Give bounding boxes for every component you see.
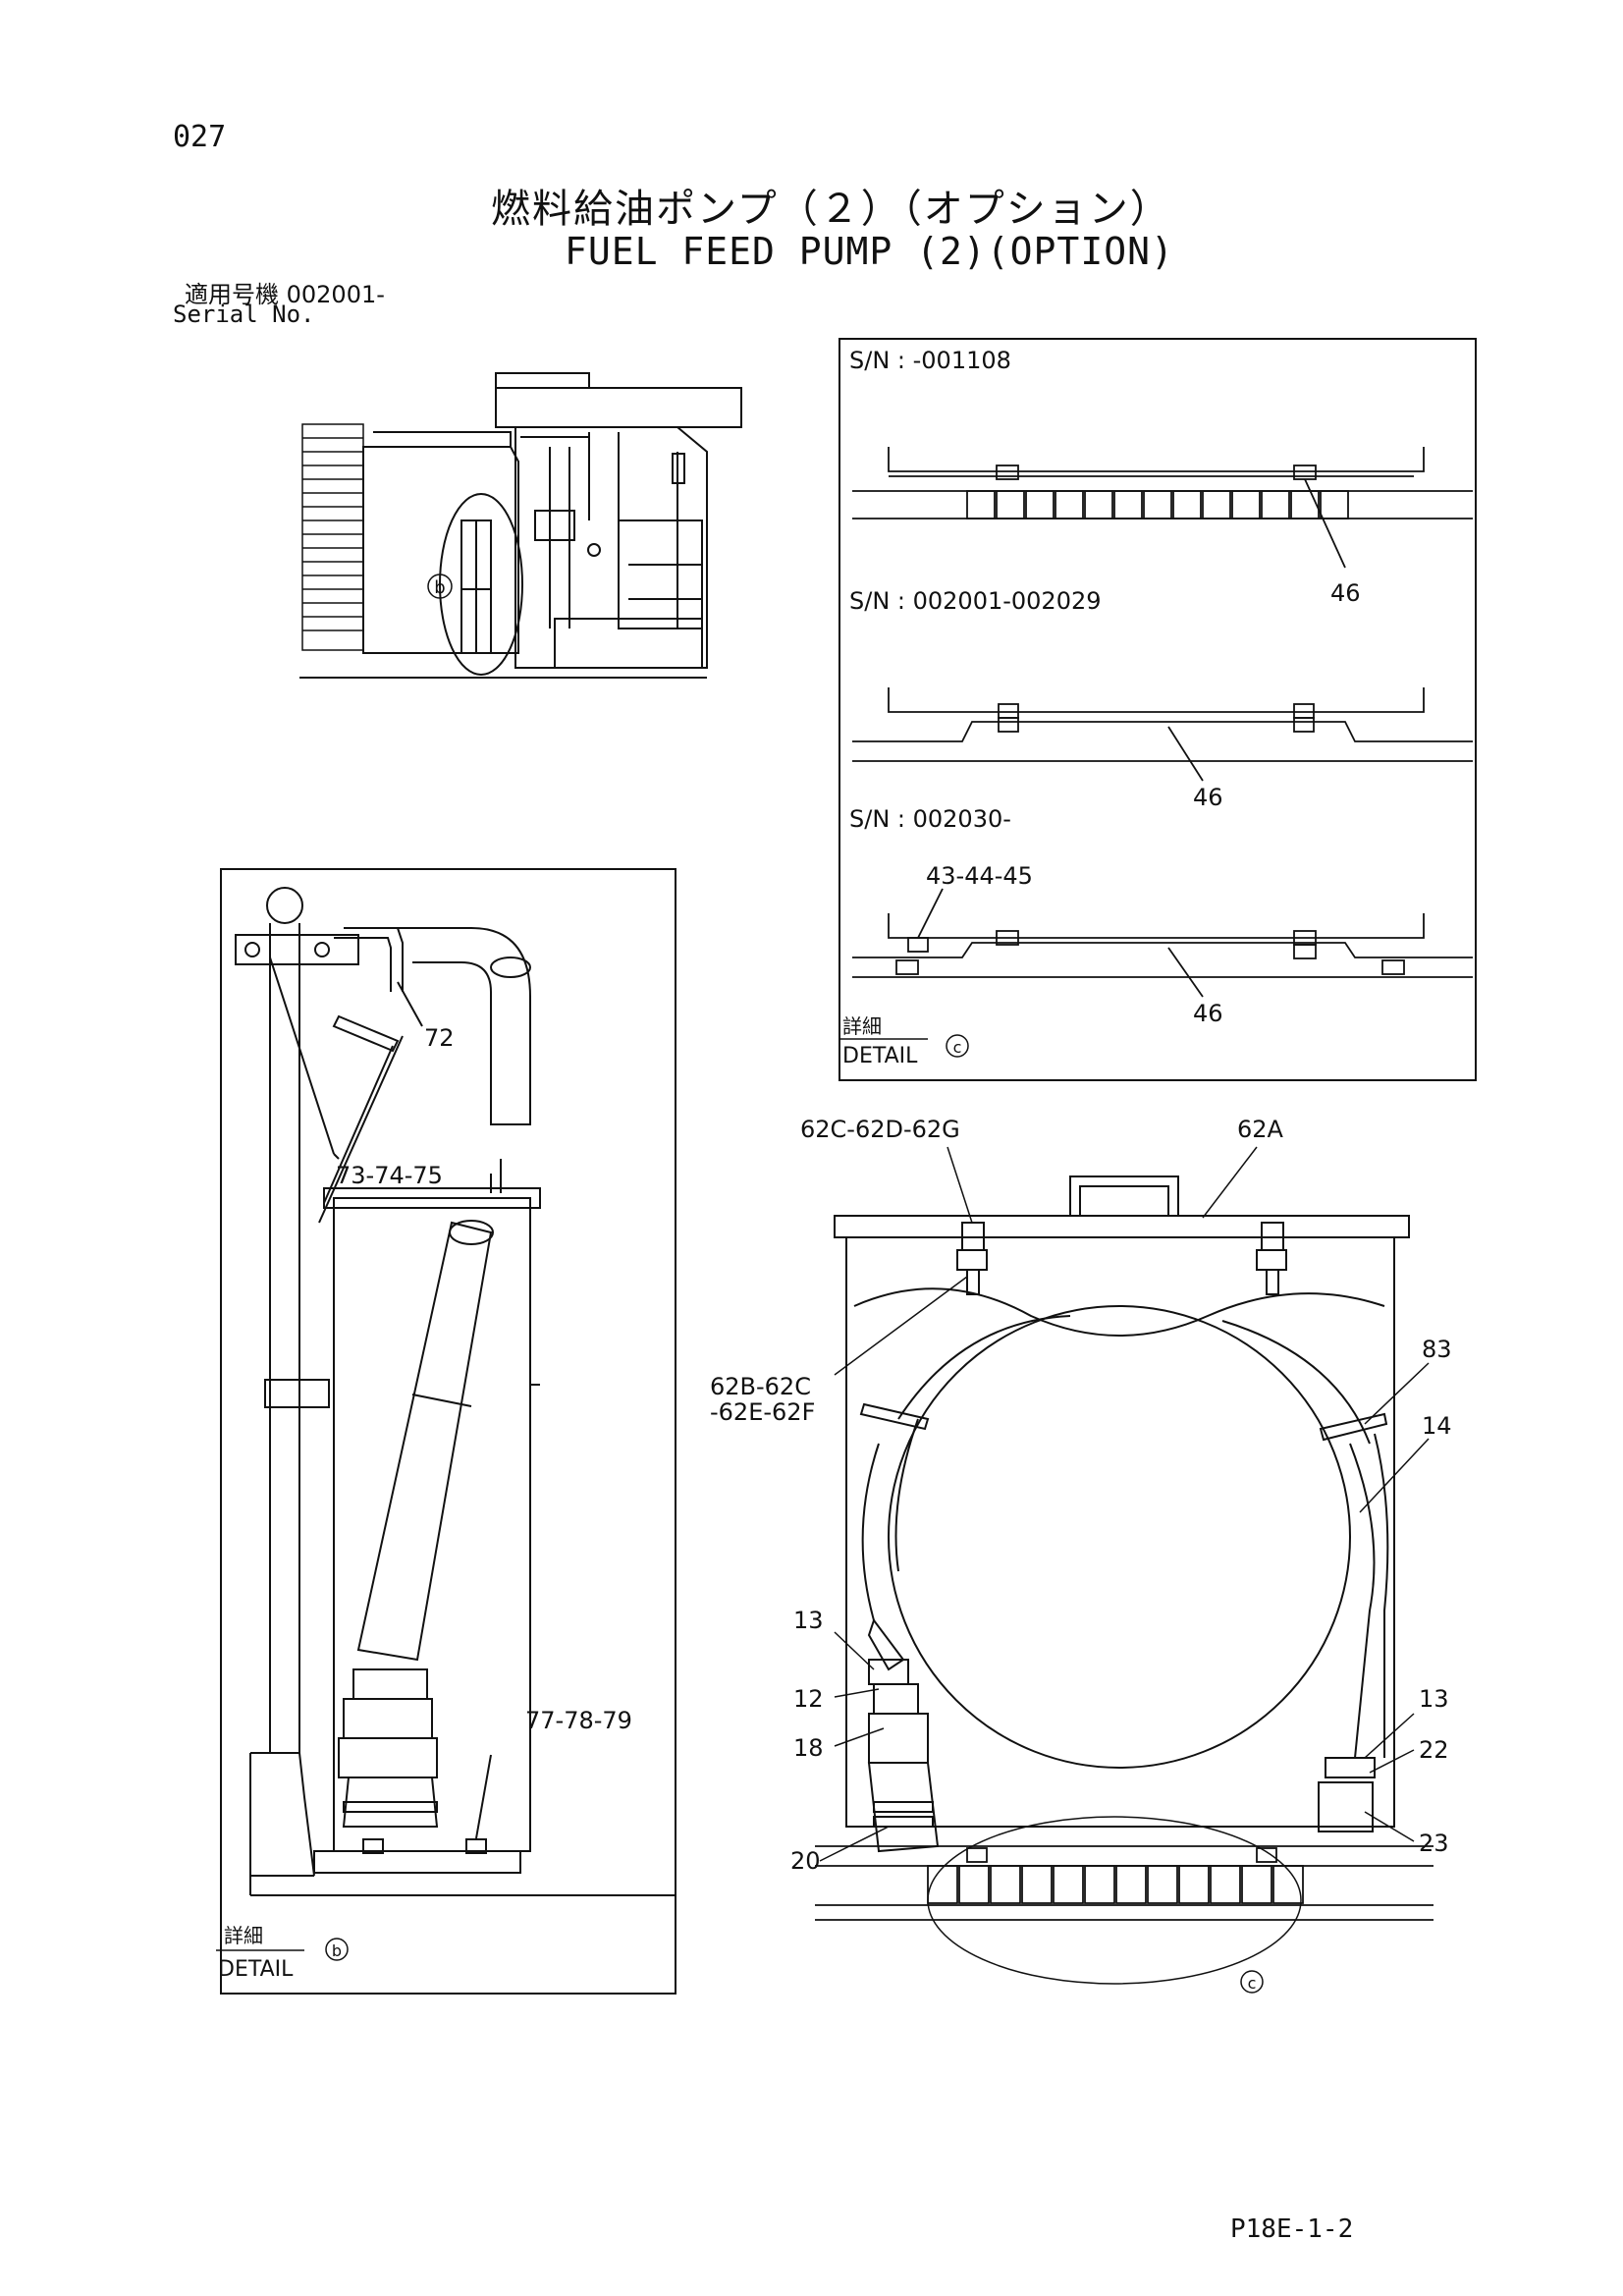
machine-overview-sketch: b — [299, 372, 742, 679]
part-label-23: 23 — [1419, 1830, 1449, 1857]
detail-c-panel: S/N : -001108 S/N : 002001-002029 S/N : … — [839, 338, 1477, 1081]
storage-box-assembly: c 62C-62D-62G 62A 62B-62C -62E-62F 83 14… — [710, 1116, 1452, 1994]
serial-label-japanese: 適用号機 002001- — [185, 281, 385, 308]
part-label-13-left: 13 — [793, 1607, 824, 1634]
detail-b-panel: 72 73-74-75 77-78-79 詳細 DETAIL b — [216, 868, 676, 1995]
detail-b-label-jp: 詳細 — [224, 1924, 263, 1947]
overview-marker: b — [434, 577, 445, 598]
part-label-43-44-45: 43-44-45 — [926, 862, 1033, 890]
page-title-english: FUEL FEED PUMP (2)(OPTION) — [565, 230, 1174, 273]
part-label-77-78-79: 77-78-79 — [525, 1707, 632, 1734]
serial-label-english: Serial No. — [173, 301, 315, 328]
part-label-46-b: 46 — [1193, 784, 1223, 811]
part-label-20: 20 — [790, 1847, 821, 1875]
detail-b-marker: b — [332, 1941, 342, 1960]
sn-range-3: S/N : 002030- — [849, 805, 1011, 833]
page-title-japanese: 燃料給油ポンプ（２）（オプション） — [491, 187, 1171, 232]
part-label-62a: 62A — [1237, 1116, 1284, 1143]
part-label-46-a: 46 — [1330, 579, 1361, 607]
main-box-marker: c — [1248, 1974, 1257, 1993]
sn-range-1: S/N : -001108 — [849, 347, 1011, 374]
part-label-46-c: 46 — [1193, 1000, 1223, 1027]
part-label-22: 22 — [1419, 1736, 1449, 1764]
track-shoe-blocks-1 — [966, 490, 1349, 519]
sn-range-2: S/N : 002001-002029 — [849, 587, 1102, 615]
detail-c-label-jp: 詳細 — [842, 1014, 882, 1038]
part-label-72: 72 — [424, 1024, 455, 1052]
part-label-62b-62c: 62B-62C — [710, 1373, 811, 1400]
part-label-83: 83 — [1422, 1336, 1452, 1363]
detail-b-label-en: DETAIL — [218, 1957, 294, 1982]
part-label-12: 12 — [793, 1685, 824, 1713]
part-label-73-74-75: 73-74-75 — [336, 1162, 443, 1189]
part-label-13-right: 13 — [1419, 1685, 1449, 1713]
page-code: P18E-1-2 — [1230, 2214, 1354, 2244]
detail-c-label-en: DETAIL — [842, 1044, 918, 1068]
part-label-18: 18 — [793, 1734, 824, 1762]
page-number: 027 — [173, 120, 227, 154]
detail-c-marker: c — [953, 1038, 962, 1057]
part-label-62e-62f: -62E-62F — [710, 1398, 815, 1426]
part-label-62c-62d-62g: 62C-62D-62G — [800, 1116, 960, 1143]
part-label-14: 14 — [1422, 1412, 1452, 1440]
